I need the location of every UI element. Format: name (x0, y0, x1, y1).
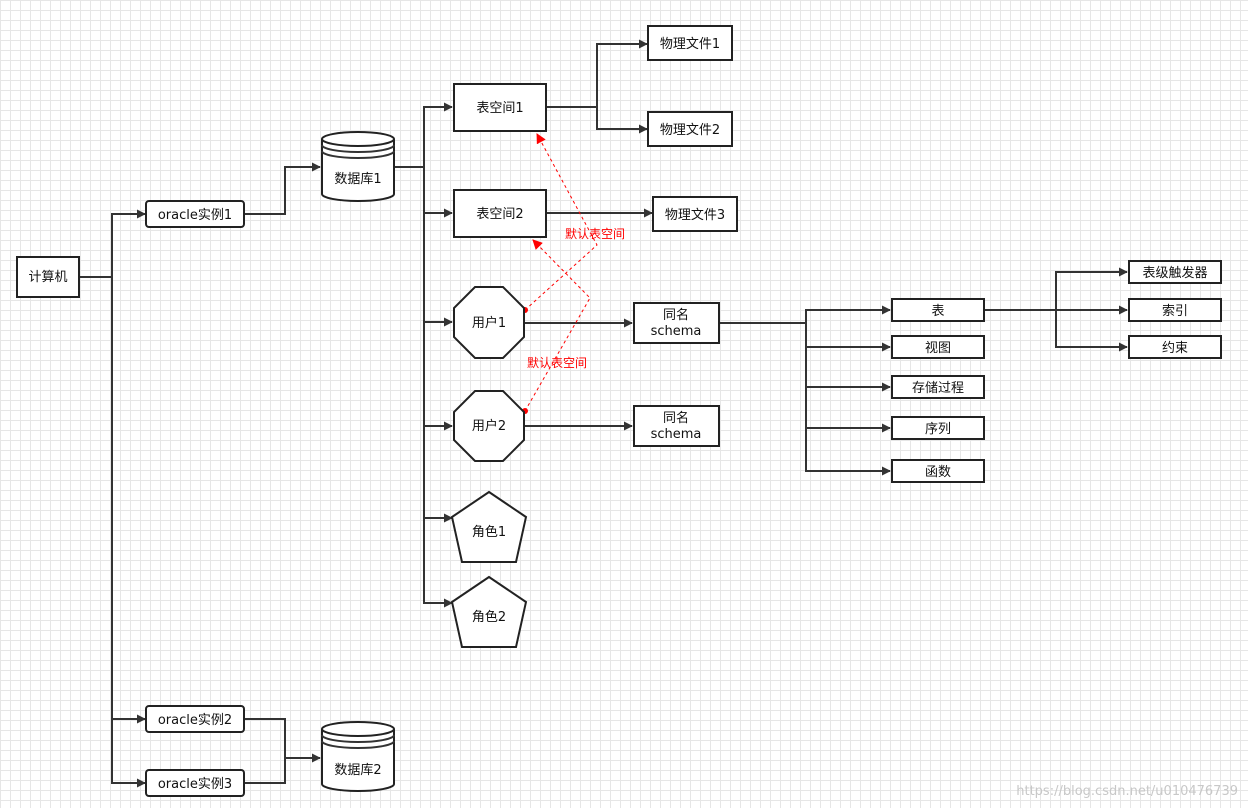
file2-node[interactable]: 物理文件2 (647, 111, 733, 147)
function-label: 函数 (925, 465, 951, 480)
default-tablespace-annotation-1: 默认表空间 (565, 226, 625, 241)
index-label: 索引 (1162, 304, 1188, 319)
edge-ts1-file1 (547, 39, 648, 108)
edge-ts1-file2 (596, 107, 648, 134)
role2-label: 角色2 (472, 609, 506, 625)
ts1-label: 表空间1 (476, 101, 523, 116)
schema2-label-line1: 同名 (663, 410, 689, 426)
file2-label: 物理文件2 (660, 123, 720, 138)
role1-label: 角色1 (472, 524, 506, 540)
schema2-label-line2: schema (651, 427, 702, 442)
default-tablespace-annotation-2: 默认表空间 (527, 355, 587, 370)
ts2-label: 表空间2 (476, 207, 523, 222)
edge-instance1-db1 (245, 162, 321, 215)
schema1-label-line2: schema (651, 324, 702, 339)
edge-db1-role2 (423, 518, 453, 608)
table-node[interactable]: 表 (891, 298, 985, 322)
instance3-node[interactable]: oracle实例3 (145, 769, 245, 797)
edge-schema-table (719, 305, 891, 324)
edge-schema-sequence (805, 387, 891, 433)
db2-node[interactable]: 数据库2 (321, 721, 395, 792)
edge-instance3-db2 (245, 758, 286, 784)
procedure-node[interactable]: 存储过程 (891, 375, 985, 399)
ts2-node[interactable]: 表空间2 (453, 189, 547, 238)
schema2-node[interactable]: 同名 schema (633, 405, 720, 447)
constraint-node[interactable]: 约束 (1128, 335, 1222, 359)
file3-node[interactable]: 物理文件3 (652, 196, 738, 232)
edge-db1-ts2 (423, 167, 453, 218)
edge-db1-role1 (423, 426, 453, 523)
role1-node[interactable]: 角色1 (450, 490, 528, 563)
file1-node[interactable]: 物理文件1 (647, 25, 733, 61)
role2-node[interactable]: 角色2 (450, 575, 528, 648)
computer-label: 计算机 (28, 270, 67, 285)
watermark: https://blog.csdn.net/u010476739 (1016, 784, 1238, 799)
connectors (80, 39, 1128, 788)
edge-db1-ts1 (394, 102, 453, 168)
schema1-label-line1: 同名 (663, 307, 689, 323)
db1-label: 数据库1 (334, 171, 381, 187)
schema1-node[interactable]: 同名 schema (633, 302, 720, 344)
db1-node[interactable]: 数据库1 (321, 131, 395, 202)
user2-label: 用户2 (472, 418, 506, 434)
edge-schema-procedure (805, 347, 891, 392)
user1-node[interactable]: 用户1 (453, 286, 525, 359)
instance1-label: oracle实例1 (158, 208, 232, 223)
trigger-label: 表级触发器 (1142, 265, 1207, 281)
edge-table-trigger (985, 267, 1128, 311)
user1-label: 用户1 (472, 315, 506, 331)
edge-schema-view (805, 310, 891, 352)
function-node[interactable]: 函数 (891, 459, 985, 483)
edge-computer-instance1 (80, 209, 146, 278)
table-label: 表 (931, 304, 944, 319)
edge-table-constraint (1055, 310, 1128, 352)
edge-db1-user2 (423, 322, 453, 431)
instance3-label: oracle实例3 (158, 777, 232, 792)
instance1-node[interactable]: oracle实例1 (145, 200, 245, 228)
edge-schema-function (805, 428, 891, 476)
instance2-node[interactable]: oracle实例2 (145, 705, 245, 733)
default-link-user2-ts2 (524, 239, 591, 412)
file1-label: 物理文件1 (660, 37, 720, 52)
instance2-label: oracle实例2 (158, 713, 232, 728)
edge-computer-instance3 (80, 276, 146, 788)
file3-label: 物理文件3 (665, 208, 725, 223)
edge-db1-user1 (423, 213, 453, 327)
db2-label: 数据库2 (334, 762, 381, 778)
constraint-label: 约束 (1162, 341, 1188, 356)
user2-node[interactable]: 用户2 (453, 390, 525, 462)
sequence-label: 序列 (925, 422, 951, 437)
edge-instance2-db2 (245, 718, 321, 763)
sequence-node[interactable]: 序列 (891, 416, 985, 440)
trigger-node[interactable]: 表级触发器 (1128, 260, 1222, 284)
view-label: 视图 (925, 341, 951, 356)
index-node[interactable]: 索引 (1128, 298, 1222, 322)
procedure-label: 存储过程 (912, 381, 964, 396)
default-link-user1-ts1 (524, 133, 598, 311)
ts1-node[interactable]: 表空间1 (453, 83, 547, 132)
computer-node[interactable]: 计算机 (16, 256, 80, 298)
view-node[interactable]: 视图 (891, 335, 985, 359)
